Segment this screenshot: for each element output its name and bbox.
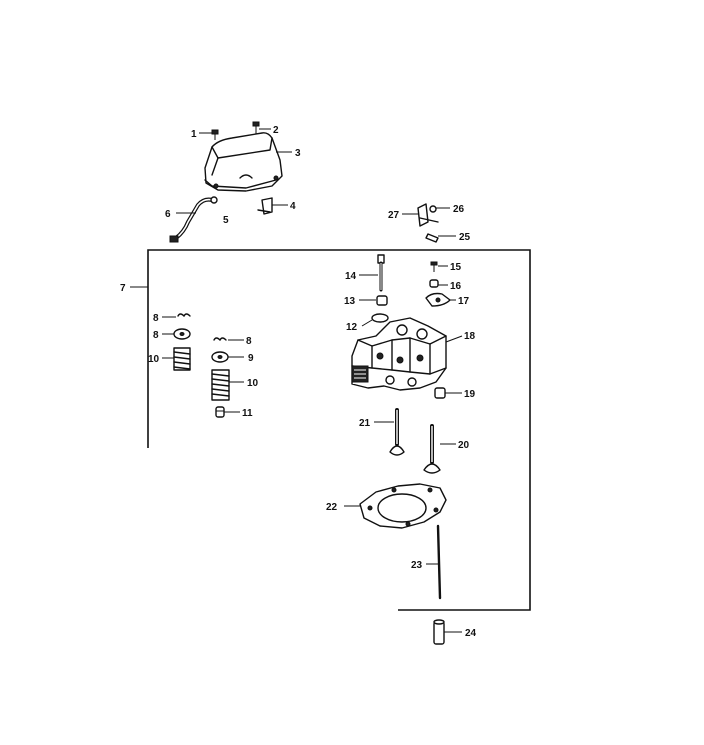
callout-1: 1 [191,129,197,140]
callout-14: 14 [345,271,357,282]
callout-5: 5 [223,215,229,226]
callout-8b: 8 [153,330,159,341]
cover-bolt-part-2 [252,121,260,134]
callout-20: 20 [458,440,470,451]
washer-part-26 [429,205,437,213]
valve-seal-part-11 [215,406,225,418]
callout-17: 17 [458,296,470,307]
screw-part-15 [430,261,438,272]
callout-15: 15 [450,262,462,273]
callout-24: 24 [465,628,477,639]
callout-4: 4 [290,201,296,212]
callout-8c: 8 [246,336,252,347]
callout-23: 23 [411,560,423,571]
valve-cover [204,132,283,192]
bracket-part-27 [417,203,439,227]
fitting-part-16 [429,279,439,288]
valve-keeper-part-8a [177,313,191,317]
breather-hose-part-6 [169,197,214,243]
callout-7: 7 [120,283,126,294]
callout-18: 18 [464,331,476,342]
cylinder-head-group-bracket [147,249,531,611]
rocker-part-17 [425,292,451,307]
callout-22: 22 [326,502,338,513]
callout-9b: 9 [248,353,254,364]
nut-part-13 [376,295,388,306]
push-rod-part-23 [436,524,442,600]
callout-25: 25 [459,232,471,243]
plug-part-19 [434,387,446,399]
valve-part-20 [423,424,441,474]
cylinder-head-part-18 [351,317,447,391]
valve-part-21 [389,408,405,456]
hose-clamp-part-5 [210,196,218,204]
bracket-part-4 [257,197,273,215]
callout-27: 27 [388,210,400,221]
callout-16: 16 [450,281,462,292]
callout-13: 13 [344,296,356,307]
callout-8a: 8 [153,313,159,324]
washer-part-12 [371,313,389,323]
callout-11: 11 [242,408,253,419]
callout-6: 6 [165,209,171,220]
callout-19: 19 [464,389,476,400]
head-gasket-part-22 [359,483,447,529]
callout-3: 3 [295,148,301,159]
callout-26: 26 [453,204,465,215]
valve-spring-part-10a [173,347,191,371]
tappet-part-24 [433,619,445,645]
stud-part-14 [377,254,385,292]
callout-12: 12 [346,322,358,333]
callout-21: 21 [359,418,371,429]
leader-lines [130,128,463,633]
pin-part-25 [425,233,439,243]
callout-10b: 10 [247,378,259,389]
valve-spring-part-10b [211,369,230,401]
callout-2: 2 [273,125,279,136]
cover-bolt-part-1 [211,129,219,140]
callout-10a: 10 [148,354,160,365]
valve-keeper-part-8c [213,337,227,341]
